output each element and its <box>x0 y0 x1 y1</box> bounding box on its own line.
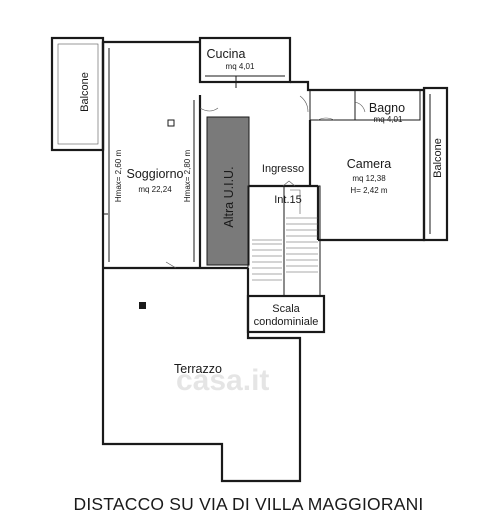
altra-uiu-shade <box>206 116 250 266</box>
door-marks <box>102 76 366 269</box>
upper-walls <box>101 36 449 270</box>
room-camera-height: H= 2,42 m <box>350 186 387 195</box>
stair-flight <box>247 185 321 297</box>
hmax-left-label: Hmax= 2,60 m <box>114 150 123 203</box>
plan-caption: DISTACCO SU VIA DI VILLA MAGGIORANI <box>73 494 424 514</box>
drain-icon <box>139 302 146 309</box>
room-bagno-name: Bagno <box>369 101 405 115</box>
hmax-right-label: Hmax= 2,80 m <box>183 150 192 203</box>
room-terrazzo-name: Terrazzo <box>174 362 222 376</box>
room-altra-uiu: Altra U.I.U. <box>222 166 236 227</box>
room-camera-name: Camera <box>347 157 392 171</box>
balcone-left-area <box>50 36 105 152</box>
column-square-icon <box>167 119 175 127</box>
room-soggiorno-area: mq 22,24 <box>138 185 172 194</box>
room-cucina-name: Cucina <box>207 47 246 61</box>
scala-label-line1: Scala <box>272 303 300 315</box>
room-cucina-area: mq 4,01 <box>226 62 255 71</box>
room-camera-area: mq 12,38 <box>352 174 386 183</box>
room-bagno-area: mq 4,01 <box>374 115 403 124</box>
watermark-logo: casa.it <box>176 364 270 397</box>
scala-label-line2: condominiale <box>254 316 319 328</box>
balcone-right-label: Balcone <box>432 138 444 178</box>
room-ingresso-name: Ingresso <box>262 163 304 175</box>
int-number: Int.15 <box>274 194 302 206</box>
room-soggiorno-name: Soggiorno <box>127 167 184 181</box>
balcone-left-label: Balcone <box>79 72 91 112</box>
terrazzo-outline <box>101 268 302 483</box>
